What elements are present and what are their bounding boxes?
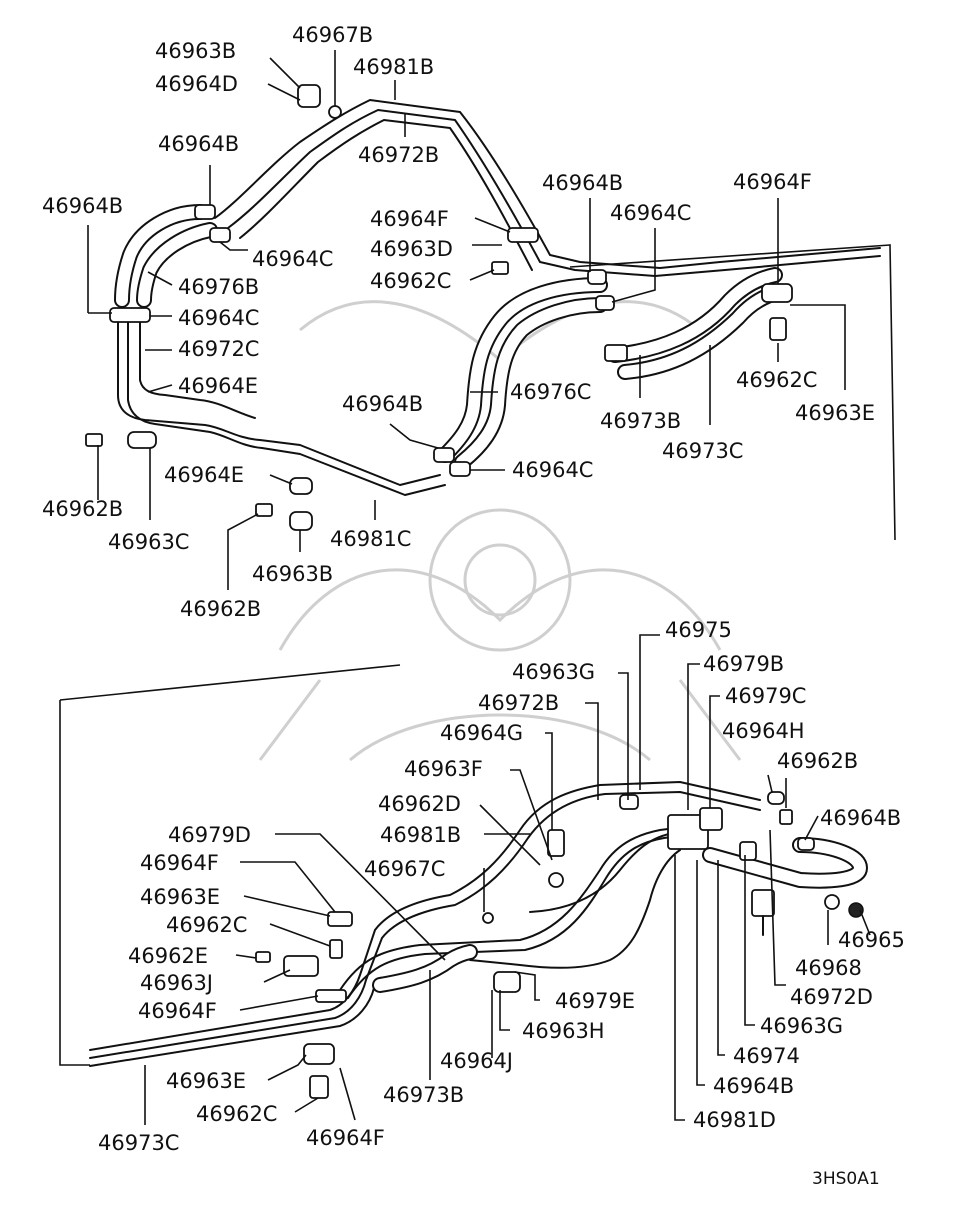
callout-46962e: 46962E — [128, 944, 208, 968]
callout-46963e-a: 46963E — [795, 401, 875, 425]
callout-46973c-b: 46973C — [98, 1131, 179, 1155]
callout-46965: 46965 — [838, 928, 905, 952]
callout-46972c: 46972C — [178, 337, 259, 361]
upper-assembly — [85, 84, 881, 531]
callout-46981d: 46981D — [693, 1108, 776, 1132]
callout-46962b-a: 46962B — [42, 497, 123, 521]
callout-46964c-c: 46964C — [610, 201, 691, 225]
callout-46963b-b: 46963B — [252, 562, 333, 586]
callout-46968: 46968 — [795, 956, 862, 980]
callout-46973b-a: 46973B — [600, 409, 681, 433]
callout-46964j: 46964J — [440, 1049, 513, 1073]
callout-46964b-d: 46964B — [342, 392, 423, 416]
callout-46962d: 46962D — [378, 792, 461, 816]
callout-46979e: 46979E — [555, 989, 635, 1013]
callout-46963c: 46963C — [108, 530, 189, 554]
callout-46972b-b: 46972B — [478, 691, 559, 715]
callout-46967c: 46967C — [364, 857, 445, 881]
callout-46964b-e: 46964B — [820, 806, 901, 830]
callout-46973c-a: 46973C — [662, 439, 743, 463]
callout-46964b-a: 46964B — [158, 132, 239, 156]
callout-46975: 46975 — [665, 618, 732, 642]
callout-46963b-top: 46963B — [155, 39, 236, 63]
callout-46962b-b: 46962B — [180, 597, 261, 621]
callout-46976b: 46976B — [178, 275, 259, 299]
callout-46974: 46974 — [733, 1044, 800, 1068]
callout-46976c: 46976C — [510, 380, 591, 404]
callout-46981b-top: 46981B — [353, 55, 434, 79]
callout-46979c: 46979C — [725, 684, 806, 708]
callout-46963d: 46963D — [370, 237, 453, 261]
callout-46967b: 46967B — [292, 23, 373, 47]
diagram-code: 3HS0A1 — [812, 1169, 880, 1189]
callout-46963e-b: 46963E — [140, 885, 220, 909]
callout-46979b: 46979B — [703, 652, 784, 676]
callout-46964d: 46964D — [155, 72, 238, 96]
callout-46972b-top: 46972B — [358, 143, 439, 167]
callout-46964b-b: 46964B — [42, 194, 123, 218]
callout-46964b-f: 46964B — [713, 1074, 794, 1098]
callout-46962c-d: 46962C — [196, 1102, 277, 1126]
callout-46964h: 46964H — [722, 719, 805, 743]
callout-46964c-b: 46964C — [178, 306, 259, 330]
callout-46964g: 46964G — [440, 721, 523, 745]
callout-46962c-c: 46962C — [166, 913, 247, 937]
callout-46981b-b: 46981B — [380, 823, 461, 847]
callout-46964e-b: 46964E — [164, 463, 244, 487]
section-frame — [59, 244, 896, 1066]
callout-46964f-a: 46964F — [370, 207, 449, 231]
callout-46972d: 46972D — [790, 985, 873, 1009]
callout-46963g-a: 46963G — [512, 660, 595, 684]
callout-46963f: 46963F — [404, 757, 483, 781]
callout-46962b-c: 46962B — [777, 749, 858, 773]
callout-46963e-c: 46963E — [166, 1069, 246, 1093]
callout-46963j: 46963J — [140, 971, 213, 995]
callout-46964c-a: 46964C — [252, 247, 333, 271]
callout-46964e-a: 46964E — [178, 374, 258, 398]
callout-46964c-d: 46964C — [512, 458, 593, 482]
callout-46979d: 46979D — [168, 823, 251, 847]
callout-46962c-b: 46962C — [736, 368, 817, 392]
leader-lines — [87, 50, 871, 1125]
callout-46963h: 46963H — [522, 1019, 605, 1043]
callout-labels: 46963B 46967B 46964D 46981B 46972B 46964… — [42, 23, 905, 1189]
callout-46973b-b: 46973B — [383, 1083, 464, 1107]
callout-46981c: 46981C — [330, 527, 411, 551]
callout-46964f-c: 46964F — [140, 851, 219, 875]
callout-46962c-a: 46962C — [370, 269, 451, 293]
callout-46964f-b: 46964F — [733, 170, 812, 194]
callout-46964b-c: 46964B — [542, 171, 623, 195]
callout-46964f-d: 46964F — [138, 999, 217, 1023]
callout-46963g-b: 46963G — [760, 1014, 843, 1038]
callout-46964f-e: 46964F — [306, 1126, 385, 1150]
lower-assembly — [89, 781, 868, 1099]
